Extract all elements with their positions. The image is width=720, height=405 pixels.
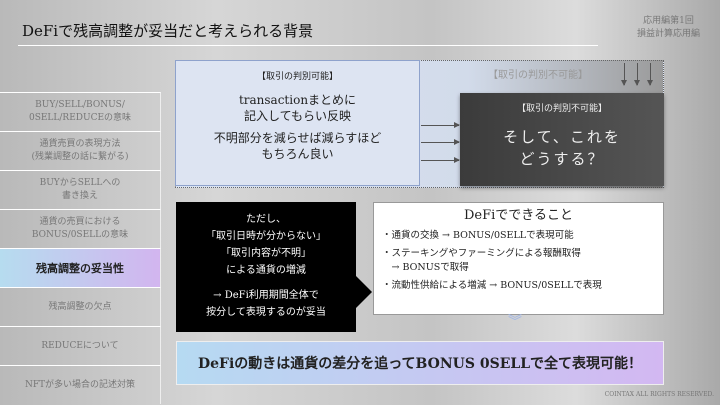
identifiable-text: もちろん良い bbox=[261, 147, 334, 161]
callout-conclusion: 按分して表現するのが妥当 bbox=[206, 307, 326, 318]
title-divider bbox=[18, 45, 598, 46]
callout-text: 「取引日時が分からない」 bbox=[206, 231, 326, 242]
sidebar-item-label: REDUCEについて bbox=[41, 340, 119, 351]
defi-capabilities-box: DeFiでできること ・通貨の交換 → BONUS/0SELLで表現可能 ・ステ… bbox=[373, 202, 664, 315]
callout-text: による通貨の増減 bbox=[226, 265, 306, 276]
chevron-down-icon: ︾ bbox=[508, 314, 522, 330]
caveat-callout: ただし、 「取引日時が分からない」 「取引内容が不明」 による通貨の増減 → D… bbox=[176, 202, 372, 332]
sidebar-item-reduce[interactable]: REDUCEについて bbox=[0, 326, 161, 365]
unidentifiable-heading: 【取引の判別不可能】 bbox=[516, 104, 607, 114]
down-arrow-icon bbox=[621, 63, 627, 86]
down-arrow-icon bbox=[647, 63, 653, 86]
unidentifiable-text: そして、これを bbox=[503, 128, 621, 146]
sidebar-item-label: 通貨の売買における BONUS/0SELLの意味 bbox=[31, 217, 129, 240]
sidebar-item-trade-expression[interactable]: 通貨売買の表現方法 (残業調整の話に繋がる) bbox=[0, 131, 161, 170]
sidebar-item-label: BUYからSELLへの 書き換え bbox=[39, 178, 121, 201]
sidebar-item-label: BUY/SELL/BONUS/ 0SELL/REDUCEの意味 bbox=[28, 100, 132, 123]
identifiable-box: 【取引の判別可能】 transactionまとめに 記入してもらい反映 不明部分… bbox=[175, 60, 420, 186]
unidentifiable-box: 【取引の判別不可能】 そして、これを どうする？ bbox=[460, 93, 664, 186]
defi-box-item: ・流動性供給による増減 → BONUS/0SELLで表現 bbox=[382, 280, 602, 291]
impossible-faint-heading: 【取引の判別不可能】 bbox=[488, 70, 588, 81]
right-arrow-icon bbox=[421, 122, 460, 128]
sidebar-item-label: 残高調整の妥当性 bbox=[36, 261, 124, 275]
section-label: 応用編第1回 損益計算応用編 bbox=[637, 15, 700, 41]
callout-text: ただし、 bbox=[246, 214, 286, 225]
sidebar-item-buy-to-sell[interactable]: BUYからSELLへの 書き換え bbox=[0, 170, 161, 209]
section-label-line: 応用編第1回 bbox=[643, 16, 694, 26]
sidebar-item-bonus-0sell[interactable]: 通貨の売買における BONUS/0SELLの意味 bbox=[0, 209, 161, 248]
defi-box-title: DeFiでできること bbox=[463, 208, 574, 223]
section-label-line: 損益計算応用編 bbox=[636, 29, 700, 39]
down-arrow-icon bbox=[634, 63, 640, 86]
sidebar-item-drawbacks[interactable]: 残高調整の欠点 bbox=[0, 287, 161, 326]
identifiable-text: 不明部分を減らせば減らすほど bbox=[213, 131, 382, 145]
identifiable-text: transactionまとめに bbox=[238, 93, 357, 107]
callout-text: 「取引内容が不明」 bbox=[221, 248, 311, 259]
identifiable-text: 記入してもらい反映 bbox=[243, 109, 352, 123]
right-arrow-icon bbox=[421, 139, 460, 145]
identifiable-heading: 【取引の判別可能】 bbox=[256, 72, 338, 82]
defi-box-item: ・通貨の交換 → BONUS/0SELLで表現可能 bbox=[382, 230, 574, 241]
unidentifiable-text: どうする？ bbox=[519, 150, 605, 168]
sidebar-item-validity[interactable]: 残高調整の妥当性 bbox=[0, 248, 161, 287]
right-arrow-icon bbox=[421, 157, 460, 163]
callout-conclusion: → DeFi利用期間全体で bbox=[213, 290, 319, 301]
defi-box-item: ・ステーキングやファーミングによる報酬取得 bbox=[382, 248, 581, 259]
conclusion-text: DeFiの動きは通貨の差分を追ってBONUS 0SELLで全て表現可能！ bbox=[197, 356, 643, 372]
copyright: COINTAX ALL RIGHTS RESERVED. bbox=[604, 391, 714, 398]
sidebar-item-meaning[interactable]: BUY/SELL/BONUS/ 0SELL/REDUCEの意味 bbox=[0, 92, 161, 131]
defi-box-item: → BONUSで取得 bbox=[382, 262, 469, 273]
conclusion-banner: DeFiの動きは通貨の差分を追ってBONUS 0SELLで全て表現可能！ bbox=[176, 341, 664, 385]
sidebar: BUY/SELL/BONUS/ 0SELL/REDUCEの意味 通貨売買の表現方… bbox=[0, 92, 161, 404]
sidebar-item-label: 通貨売買の表現方法 (残業調整の話に繋がる) bbox=[31, 139, 129, 162]
sidebar-item-label: 残高調整の欠点 bbox=[48, 301, 112, 312]
sidebar-item-nft[interactable]: NFTが多い場合の記述対策 bbox=[0, 365, 161, 404]
sidebar-item-label: NFTが多い場合の記述対策 bbox=[24, 379, 136, 390]
page-title: DeFiで残高調整が妥当だと考えられる背景 bbox=[22, 22, 314, 40]
